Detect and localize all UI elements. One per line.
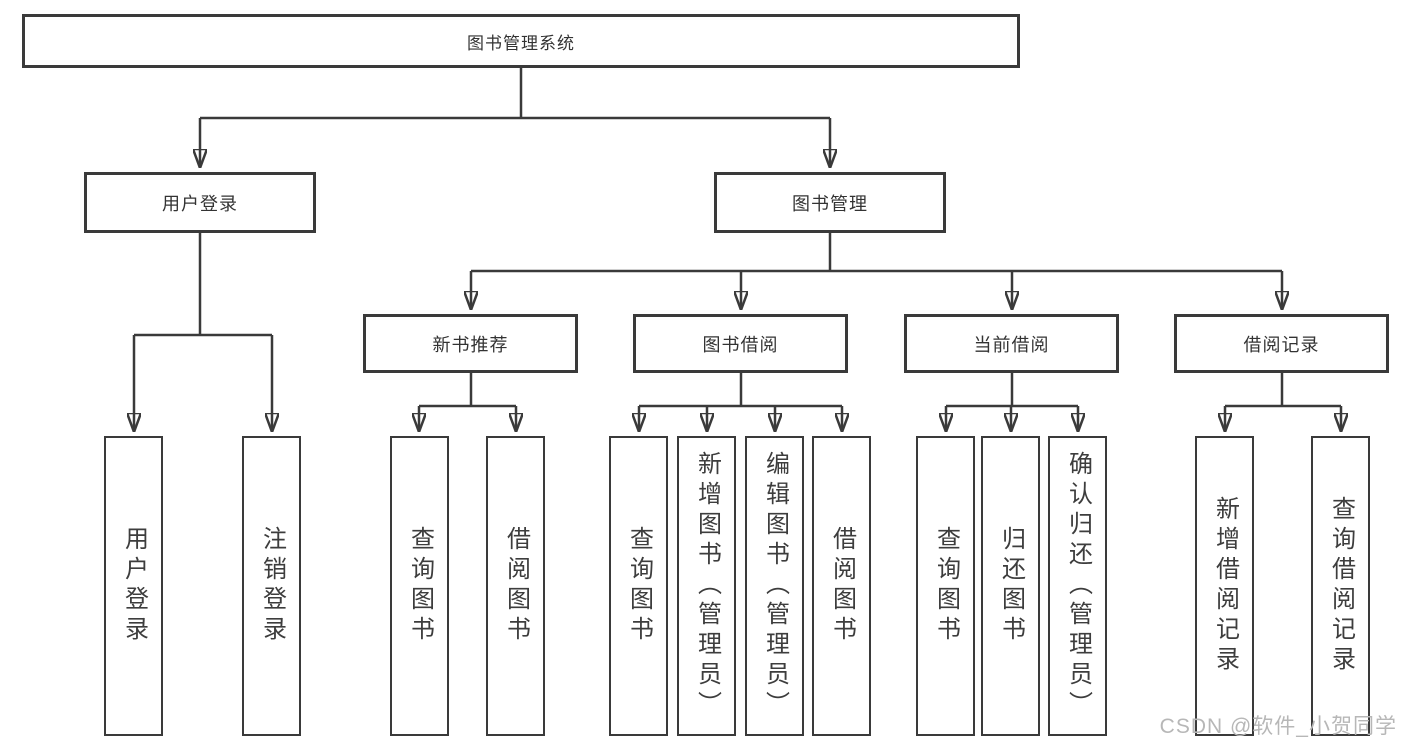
leaf-label: 新增借阅记录 <box>1211 496 1239 676</box>
leaf-label: 查询图书 <box>406 526 434 646</box>
leaf-query-book-borrowing: 查询图书 <box>609 436 668 736</box>
leaf-add-book-admin: 新增图书（管理员） <box>677 436 736 736</box>
leaf-user-login: 用户登录 <box>104 436 163 736</box>
leaf-logout: 注销登录 <box>242 436 301 736</box>
node-book-management-branch: 图书管理 <box>714 172 946 233</box>
leaf-label: 新增图书（管理员） <box>693 451 721 721</box>
node-borrowing-records: 借阅记录 <box>1174 314 1389 373</box>
leaf-query-book-recommend: 查询图书 <box>390 436 449 736</box>
leaf-borrow-book-recommend: 借阅图书 <box>486 436 545 736</box>
leaf-return-book: 归还图书 <box>981 436 1040 736</box>
leaf-edit-book-admin: 编辑图书（管理员） <box>745 436 804 736</box>
csdn-watermark: CSDN @软件_小贺同学 <box>1159 715 1397 738</box>
leaf-label: 用户登录 <box>120 526 148 646</box>
leaf-query-borrow-record: 查询借阅记录 <box>1311 436 1370 736</box>
leaf-add-borrow-record: 新增借阅记录 <box>1195 436 1254 736</box>
leaf-query-book-current: 查询图书 <box>916 436 975 736</box>
leaf-confirm-return-admin: 确认归还（管理员） <box>1048 436 1107 736</box>
node-book-borrowing: 图书借阅 <box>633 314 848 373</box>
leaf-label: 借阅图书 <box>502 526 530 646</box>
leaf-label: 编辑图书（管理员） <box>761 451 789 721</box>
node-library-management-system: 图书管理系统 <box>22 14 1020 68</box>
leaf-label: 查询图书 <box>625 526 653 646</box>
leaf-label: 查询图书 <box>932 526 960 646</box>
node-new-book-recommend: 新书推荐 <box>363 314 578 373</box>
leaf-label: 借阅图书 <box>828 526 856 646</box>
leaf-label: 确认归还（管理员） <box>1064 451 1092 721</box>
node-current-borrowing: 当前借阅 <box>904 314 1119 373</box>
leaf-borrow-book-borrowing: 借阅图书 <box>812 436 871 736</box>
leaf-label: 注销登录 <box>258 526 286 646</box>
node-user-login-branch: 用户登录 <box>84 172 316 233</box>
leaf-label: 查询借阅记录 <box>1327 496 1355 676</box>
leaf-label: 归还图书 <box>997 526 1025 646</box>
